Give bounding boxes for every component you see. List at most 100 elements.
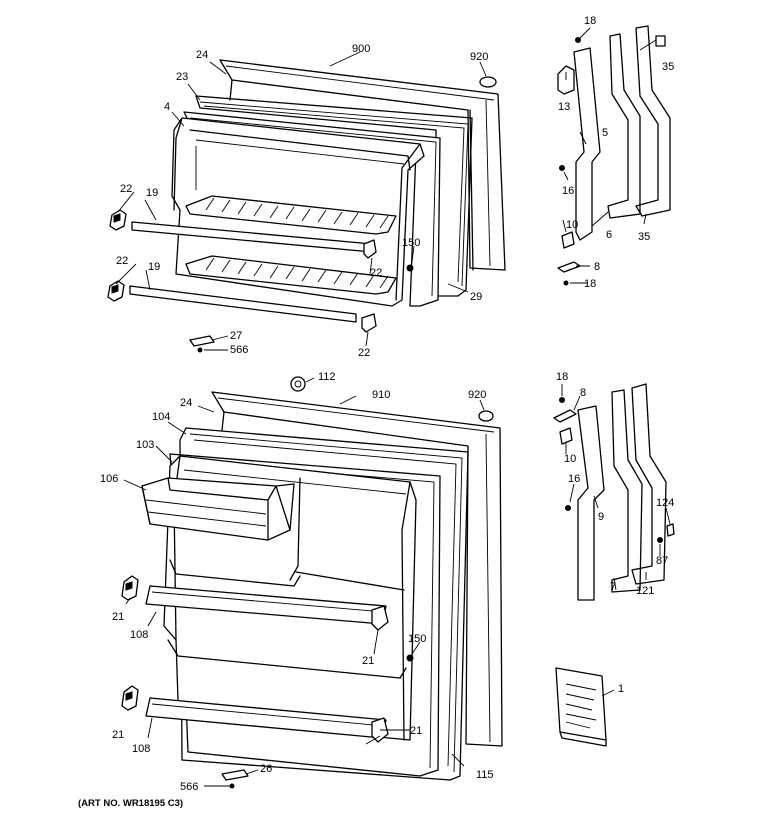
callout-150-ff: 150 <box>408 633 426 645</box>
ff-screw-16 <box>565 505 571 511</box>
callout-104: 104 <box>152 411 170 423</box>
callout-21-right-lower: 21 <box>410 725 422 737</box>
ff-screw-18 <box>559 397 565 403</box>
callout-23: 23 <box>176 71 188 83</box>
callout-920-lower: 920 <box>468 389 486 401</box>
freezer-door-gasket <box>195 95 473 297</box>
callout-27: 27 <box>230 330 242 342</box>
freezer-trim-cap-10 <box>561 231 575 249</box>
callout-10: 10 <box>566 219 578 231</box>
callout-16-ff: 16 <box>568 473 580 485</box>
freezer-shelf-bracket-right-upper <box>363 239 377 259</box>
freezer-shelf-bracket-right-lower <box>361 313 377 333</box>
freezer-shelf-bracket-left-lower <box>107 280 125 302</box>
door-plug-112 <box>290 376 306 392</box>
callout-106: 106 <box>100 473 118 485</box>
callout-35-lower: 35 <box>638 231 650 243</box>
callout-24: 24 <box>196 49 208 61</box>
freezer-door-assembly <box>107 59 506 353</box>
callout-920: 920 <box>470 51 488 63</box>
callout-19-lower: 19 <box>148 261 160 273</box>
freezer-shelf-bar-lower <box>129 285 357 323</box>
callout-22-left-lower: 22 <box>116 255 128 267</box>
freezer-screw-150 <box>406 264 414 272</box>
callout-103: 103 <box>136 439 154 451</box>
callout-112: 112 <box>318 371 336 383</box>
callout-150: 150 <box>402 237 420 249</box>
callout-10-ff: 10 <box>564 453 576 465</box>
freezer-screw-16 <box>559 165 565 171</box>
freezer-bracket-8 <box>557 261 581 273</box>
callout-22: 22 <box>120 183 132 195</box>
fresh-food-bracket-left-lower <box>121 685 139 711</box>
callout-26: 26 <box>260 763 272 775</box>
callout-16: 16 <box>562 185 574 197</box>
callout-108: 108 <box>130 629 148 641</box>
callout-8: 8 <box>594 261 600 273</box>
leader-lines <box>115 27 671 787</box>
callout-115: 115 <box>476 769 494 781</box>
fresh-food-screw-566 <box>229 783 235 789</box>
callout-18: 18 <box>584 15 596 27</box>
callout-9: 9 <box>598 511 604 523</box>
callout-24-ff: 24 <box>180 397 192 409</box>
callout-87: 87 <box>656 555 668 567</box>
fresh-food-door-gasket <box>179 427 469 781</box>
fresh-food-door-stop-26 <box>221 769 249 781</box>
ff-screw-87 <box>657 537 663 543</box>
ff-cap-124 <box>666 523 675 537</box>
ff-trim-cap-10 <box>559 427 573 445</box>
callout-22-right: 22 <box>370 267 382 279</box>
callout-566: 566 <box>230 344 248 356</box>
freezer-shelf-bracket-left-upper <box>109 209 127 231</box>
callout-18-lower: 18 <box>584 278 596 290</box>
freezer-trim-strip-35 <box>635 25 671 217</box>
callout-13: 13 <box>558 101 570 113</box>
callout-1: 1 <box>618 683 624 695</box>
callout-21-left-lower: 21 <box>112 729 124 741</box>
callout-5: 5 <box>602 127 608 139</box>
callout-121: 121 <box>636 585 654 597</box>
ff-bracket-8 <box>553 409 577 423</box>
fresh-food-bracket-left-upper <box>121 575 139 601</box>
callout-21-right: 21 <box>362 655 374 667</box>
callout-108-lower: 108 <box>132 743 150 755</box>
callout-35: 35 <box>662 61 674 73</box>
freezer-upper-wire-shelf <box>185 195 397 235</box>
freezer-screw-18-lower <box>563 280 569 286</box>
freezer-handle-parts <box>557 25 671 286</box>
callout-910: 910 <box>372 389 390 401</box>
dairy-compartment-106 <box>141 477 295 541</box>
callout-21: 21 <box>112 611 124 623</box>
callout-4: 4 <box>164 101 170 113</box>
freezer-handle-5 <box>573 47 601 241</box>
callout-18-ff: 18 <box>556 371 568 383</box>
fresh-food-handle-parts <box>553 383 675 747</box>
ff-trim-strip-7 <box>611 389 643 593</box>
callout-22-bottom: 22 <box>358 347 370 359</box>
ff-trim-strip-121 <box>631 383 667 585</box>
freezer-door-cap-920 <box>479 76 497 88</box>
fresh-food-screw-150 <box>406 654 414 662</box>
fresh-food-door-cap-920 <box>478 410 494 422</box>
callout-29: 29 <box>470 291 482 303</box>
freezer-trim-strip-6 <box>607 33 641 219</box>
callout-124: 124 <box>656 497 674 509</box>
callout-900: 900 <box>352 43 370 55</box>
freezer-door-stop-27 <box>189 335 215 347</box>
callout-6: 6 <box>606 229 612 241</box>
freezer-screw-18-top <box>575 37 581 43</box>
freezer-inner-liner-frame <box>171 117 425 307</box>
art-number: (ART NO. WR18195 C3) <box>78 798 183 809</box>
fresh-food-bracket-right-upper <box>371 605 389 631</box>
callout-7: 7 <box>610 581 616 593</box>
callout-566-lower: 566 <box>180 781 198 793</box>
freezer-lower-wire-shelf <box>185 255 397 295</box>
ff-handle-9 <box>577 405 605 601</box>
callout-19: 19 <box>146 187 158 199</box>
callout-labels: 18 900 920 24 23 4 13 35 5 16 22 19 10 6… <box>100 15 674 793</box>
instruction-booklet-1 <box>555 667 607 747</box>
callout-8-ff: 8 <box>580 387 586 399</box>
